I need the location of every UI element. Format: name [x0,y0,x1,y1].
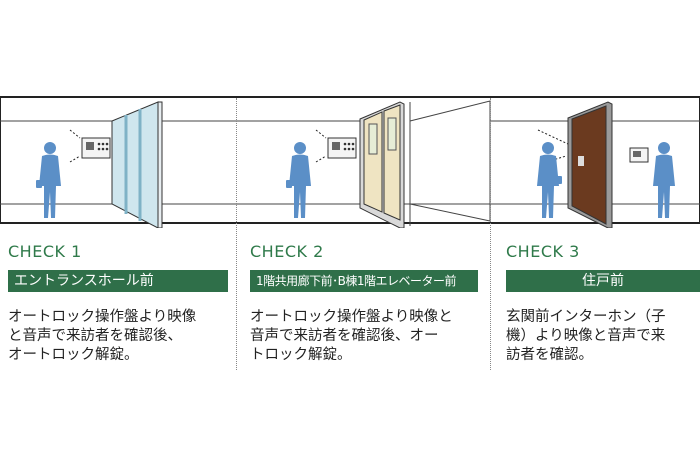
check-title: CHECK 3 [506,242,580,261]
check-title: CHECK 2 [250,242,324,261]
elevator-door-icon [359,101,405,228]
check-column-3: CHECK 3 住戸前 玄関前インターホン（子 機）より映像と音声で来 訪者を確… [506,242,700,365]
column-divider [490,98,491,370]
scene-unit-entrance [490,101,700,228]
unit-door-icon [567,101,613,228]
location-bar: 1階共用廊下前･B棟1階エレベーター前 [250,270,478,292]
check-column-1: CHECK 1 エントランスホール前 オートロック操作盤より映像 と音声で来訪者… [8,242,228,365]
person-icon [537,142,562,218]
corridor-illustration [0,96,700,228]
location-bar: エントランスホール前 [8,270,228,292]
scene-elevator-hall [236,100,491,228]
intercom-panel-icon [315,129,357,163]
check-title: CHECK 1 [8,242,82,261]
person-icon [36,142,61,218]
check-description: オートロック操作盤より映像と 音声で来訪者を確認後、オー トロック解錠。 [250,309,453,363]
glass-door-icon [111,101,163,228]
person-icon [286,142,311,218]
check-column-2: CHECK 2 1階共用廊下前･B棟1階エレベーター前 オートロック操作盤より映… [250,242,478,365]
intercom-panel-icon [69,129,111,163]
location-bar: 住戸前 [506,270,700,292]
column-divider [236,98,237,370]
intercom-handset-icon [629,147,649,163]
person-icon [653,142,675,218]
scene-entrance [0,101,236,228]
check-description: 玄関前インターホン（子 機）より映像と音声で来 訪者を確認。 [506,309,666,363]
check-description: オートロック操作盤より映像 と音声で来訪者を確認後、 オートロック解錠。 [8,309,197,363]
